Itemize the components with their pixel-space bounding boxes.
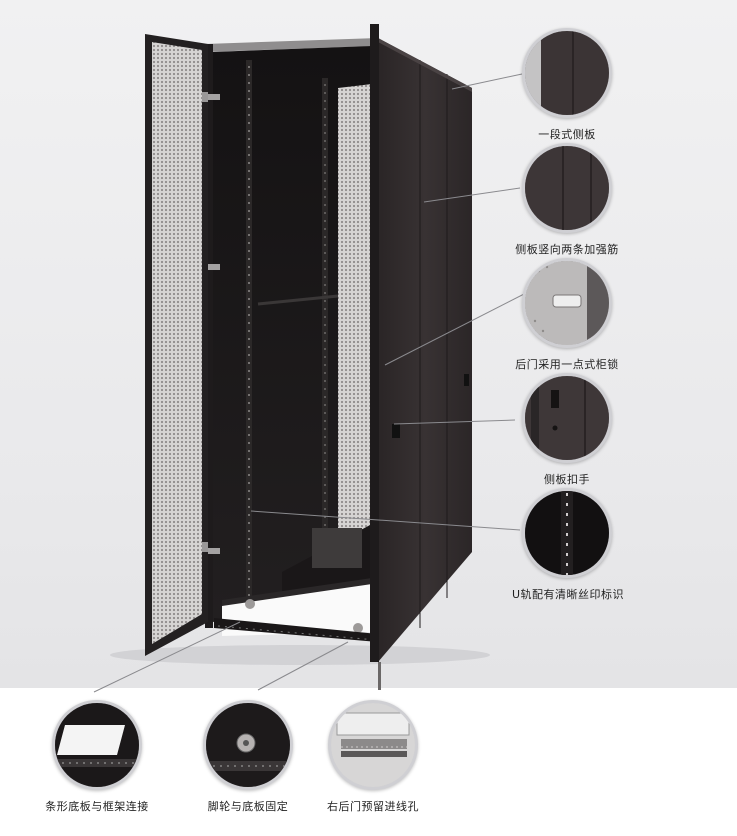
detail-photo-caster [203,700,293,790]
detail-photo-cable-entry [328,700,418,790]
detail-photo-side-panel [522,28,612,118]
detail-photo-u-rail [522,488,612,578]
bottom-frame [214,618,378,642]
floor-shadow [110,645,490,665]
callout-caster-base: 脚轮与底板固定 [193,700,303,814]
callout-label: 一段式侧板 [538,128,596,141]
callout-label: 脚轮与底板固定 [207,800,289,813]
top-frame [205,38,378,52]
callout-panel-latch: 侧板扣手 [512,373,622,487]
callout-side-panel: 一段式侧板 [512,28,622,142]
callout-label: 侧板竖向两条加强筋 [515,243,619,256]
callout-panel-ribs: 侧板竖向两条加强筋 [512,143,622,257]
detail-photo-latch [522,373,612,463]
callout-label: 后门采用一点式柜锁 [515,358,619,371]
detail-photo-ribs [522,143,612,233]
callout-cable-entry: 右后门预留进线孔 [318,700,428,814]
callout-label: 侧板扣手 [544,473,590,486]
callout-strip-base: 条形底板与框架连接 [42,700,152,814]
callout-label: 右后门预留进线孔 [327,800,419,813]
detail-photo-lock [522,258,612,348]
callout-u-rail: U轨配有清晰丝印标识 [512,488,625,602]
callout-leaders [93,73,529,693]
detail-photo-strip-base [52,700,142,790]
callout-label: U轨配有清晰丝印标识 [512,588,625,601]
front-door-mesh [152,42,202,644]
side-panel [378,38,472,662]
callout-rear-lock: 后门采用一点式柜锁 [512,258,622,372]
callout-label: 条形底板与框架连接 [45,800,149,813]
rear-door-mesh [338,84,372,540]
